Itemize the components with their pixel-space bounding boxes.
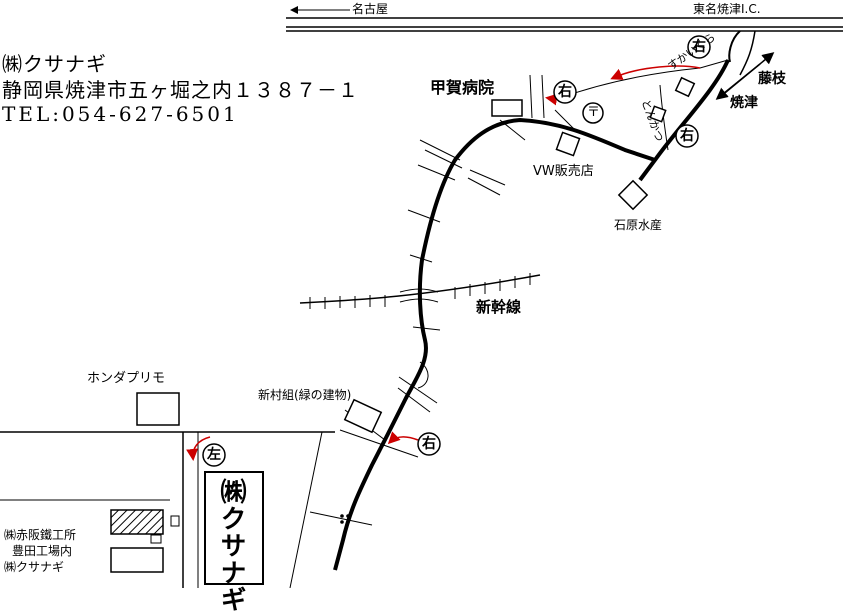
crossroads-near-hospital: [419, 74, 576, 196]
fujieda-label: 藤枝: [758, 71, 786, 87]
fujieda-yaizu-arrow: [715, 52, 775, 100]
railway-crossing: [340, 514, 350, 524]
shinkansen-label: 新幹線: [476, 298, 522, 316]
yaizu-label: 焼津: [730, 95, 758, 111]
shinmuragumi-label: 新村組(緑の建物): [258, 388, 352, 402]
koga-hospital-building: [491, 99, 523, 117]
company-name: ㈱クサナギ: [2, 52, 107, 76]
tomei-expressway: [286, 6, 843, 76]
kusanagi-building: [204, 471, 264, 585]
post-office-sign: 〒: [587, 105, 601, 120]
koga-hospital-label: 甲賀病院: [430, 78, 495, 97]
vw-dealer-building: [555, 131, 581, 157]
akasaka-label-2: 豊田工場内: [12, 544, 73, 558]
yaizu-ic-label: 東名焼津I.C.: [693, 2, 761, 16]
kusanagi-box-label: ㈱クサナギ: [216, 478, 246, 613]
road-ticks: [309, 164, 456, 526]
shinkansen-line: [299, 273, 541, 309]
turn-left-sign: 左: [207, 447, 221, 463]
ishihara-label: 石原水産: [614, 218, 663, 232]
nagoya-label: 名古屋: [352, 2, 389, 16]
local-road-2: [659, 84, 669, 151]
akasaka-small-building-2: [150, 534, 162, 544]
tonkatsu-building: [649, 105, 667, 123]
akasaka-label-3: ㈱クサナギ: [4, 560, 65, 574]
akasaka-small-building: [170, 515, 180, 527]
akasaka-factory-building: [110, 509, 164, 535]
turn-right-sign-ic: 右: [692, 39, 706, 55]
shinmura-building: [343, 398, 383, 434]
company-tel: TEL:054-627-6501: [2, 102, 239, 126]
main-route: [333, 59, 730, 571]
turn-right-sign-hospital: 右: [558, 84, 572, 100]
turn-right-sign-shinmura: 右: [422, 436, 436, 452]
company-address: 静岡県焼津市五ヶ堀之内１３８７－１: [2, 78, 359, 102]
akasaka-label-1: ㈱赤阪鐵工所: [4, 528, 77, 542]
local-road: [559, 59, 729, 99]
turn-right-sign-yaizu: 右: [680, 128, 694, 144]
ishihara-building: [617, 179, 649, 211]
lower-roads: [0, 431, 335, 588]
turn-sign-circles: [202, 35, 711, 467]
sukaikura-building: [674, 76, 696, 98]
akasaka-second-building: [110, 547, 164, 573]
vw-dealer-label: VW販売店: [533, 164, 594, 179]
honda-primo-building: [136, 392, 180, 426]
honda-primo-label: ホンダプリモ: [87, 371, 166, 386]
access-map: [0, 6, 843, 588]
